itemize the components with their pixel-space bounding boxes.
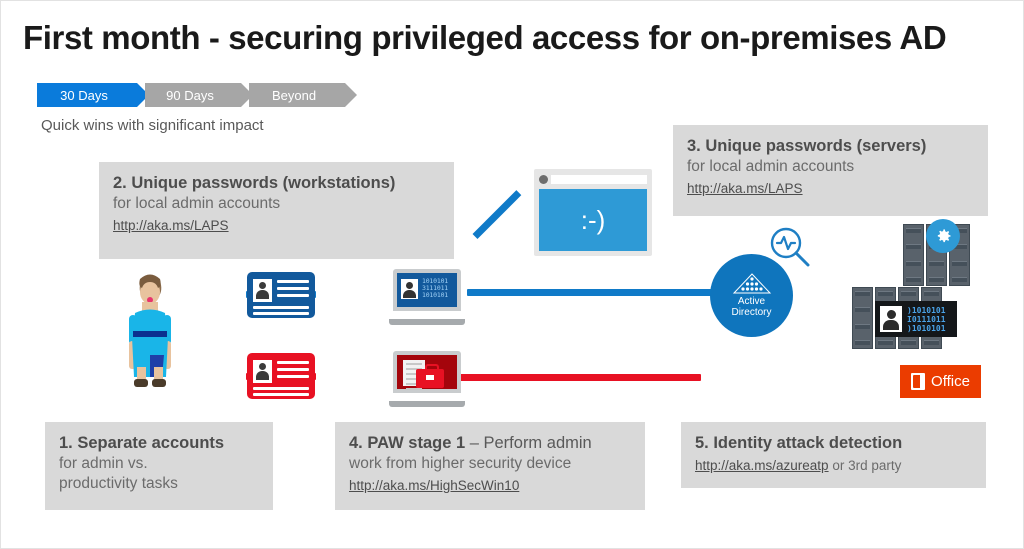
callout-5-heading: 5. Identity attack detection (695, 434, 903, 452)
callout-3-heading: 3. Unique passwords (servers) (687, 137, 927, 155)
laptop-productivity-device (389, 351, 465, 407)
callout-box-1: 1. Separate accounts for admin vs. produ… (45, 422, 273, 510)
callout-box-4: 4. PAW stage 1 – Perform admin work from… (335, 422, 645, 510)
connector-line-blue-diagonal (472, 190, 522, 239)
id-card-admin (247, 272, 315, 318)
connector-line-blue-right (467, 289, 712, 296)
timeline-item-label: 90 Days (166, 87, 214, 103)
callout-5-link[interactable]: http://aka.ms/azureatp (695, 458, 829, 474)
browser-url-input[interactable] (551, 175, 647, 184)
laptop-user-photo-icon (401, 279, 418, 299)
callout-4-subtext: work from higher security device (349, 455, 572, 473)
callout-box-3: 3. Unique passwords (servers) for local … (673, 125, 988, 216)
callout-4-heading-bold: 4. PAW stage 1 (349, 434, 466, 452)
toolbox-icon (416, 364, 444, 388)
callout-2-heading: 2. Unique passwords (workstations) (113, 174, 396, 192)
laptop-admin-device: 1010101 3111011 1010101 (389, 269, 465, 325)
callout-1-subtext-line2: productivity tasks (59, 474, 178, 492)
server-binary-text: )1010101 I0111011 )1010101 (907, 306, 946, 333)
browser-viewport: :-) (539, 189, 647, 251)
timeline-item-label: Beyond (271, 87, 317, 103)
callout-2-subtext: for local admin accounts (113, 195, 281, 213)
timeline-item-label: 30 Days (60, 87, 108, 103)
callout-5-link-tail: or 3rd party (828, 458, 902, 474)
id-card-photo (253, 279, 272, 302)
callout-4-heading: 4. PAW stage 1 – Perform admin (349, 433, 631, 454)
user-person-icon (129, 274, 171, 387)
gear-icon (926, 219, 960, 253)
active-directory-node: Active Directory (710, 254, 793, 337)
callout-box-2: 2. Unique passwords (workstations) for l… (99, 162, 454, 259)
browser-back-icon[interactable] (539, 175, 548, 184)
office-mark-icon (911, 373, 926, 390)
page-title: First month - securing privileged access… (23, 19, 947, 56)
id-card-photo (253, 360, 272, 383)
callout-2-link[interactable]: http://aka.ms/LAPS (113, 217, 229, 233)
magnifier-pulse-icon (770, 227, 810, 267)
browser-address-bar[interactable] (539, 174, 647, 185)
page-subtitle: Quick wins with significant impact (41, 117, 264, 134)
callout-1-subtext-line1: for admin vs. (59, 455, 148, 473)
timeline-item-90-days[interactable]: 90 Days (145, 83, 253, 107)
active-directory-pyramid-icon (732, 273, 771, 294)
server-identity-overlay: )1010101 I0111011 )1010101 (875, 301, 957, 337)
laptop-binary-text: 1010101 3111011 1010101 (422, 277, 448, 299)
active-directory-label: Active Directory (731, 296, 772, 318)
timeline-chevrons: 30 Days 90 Days Beyond (37, 83, 357, 107)
callout-4-heading-light: – Perform admin (465, 434, 592, 452)
callout-3-subtext: for local admin accounts (687, 158, 855, 176)
gear-glyph (937, 229, 951, 243)
callout-1-heading: 1. Separate accounts (59, 434, 225, 452)
server-user-photo-icon (880, 306, 902, 332)
id-card-user (247, 353, 315, 399)
smiley-face-icon: :-) (580, 205, 606, 235)
timeline-item-beyond[interactable]: Beyond (249, 83, 357, 107)
office-label: Office (931, 373, 970, 390)
connector-line-red-right (456, 374, 701, 381)
callout-4-link[interactable]: http://aka.ms/HighSecWin10 (349, 477, 520, 493)
timeline-item-30-days[interactable]: 30 Days (37, 83, 149, 107)
office-logo: Office (900, 365, 981, 398)
callout-3-link[interactable]: http://aka.ms/LAPS (687, 180, 803, 196)
browser-window[interactable]: :-) (534, 169, 652, 256)
callout-box-5: 5. Identity attack detection http://aka.… (681, 422, 986, 488)
